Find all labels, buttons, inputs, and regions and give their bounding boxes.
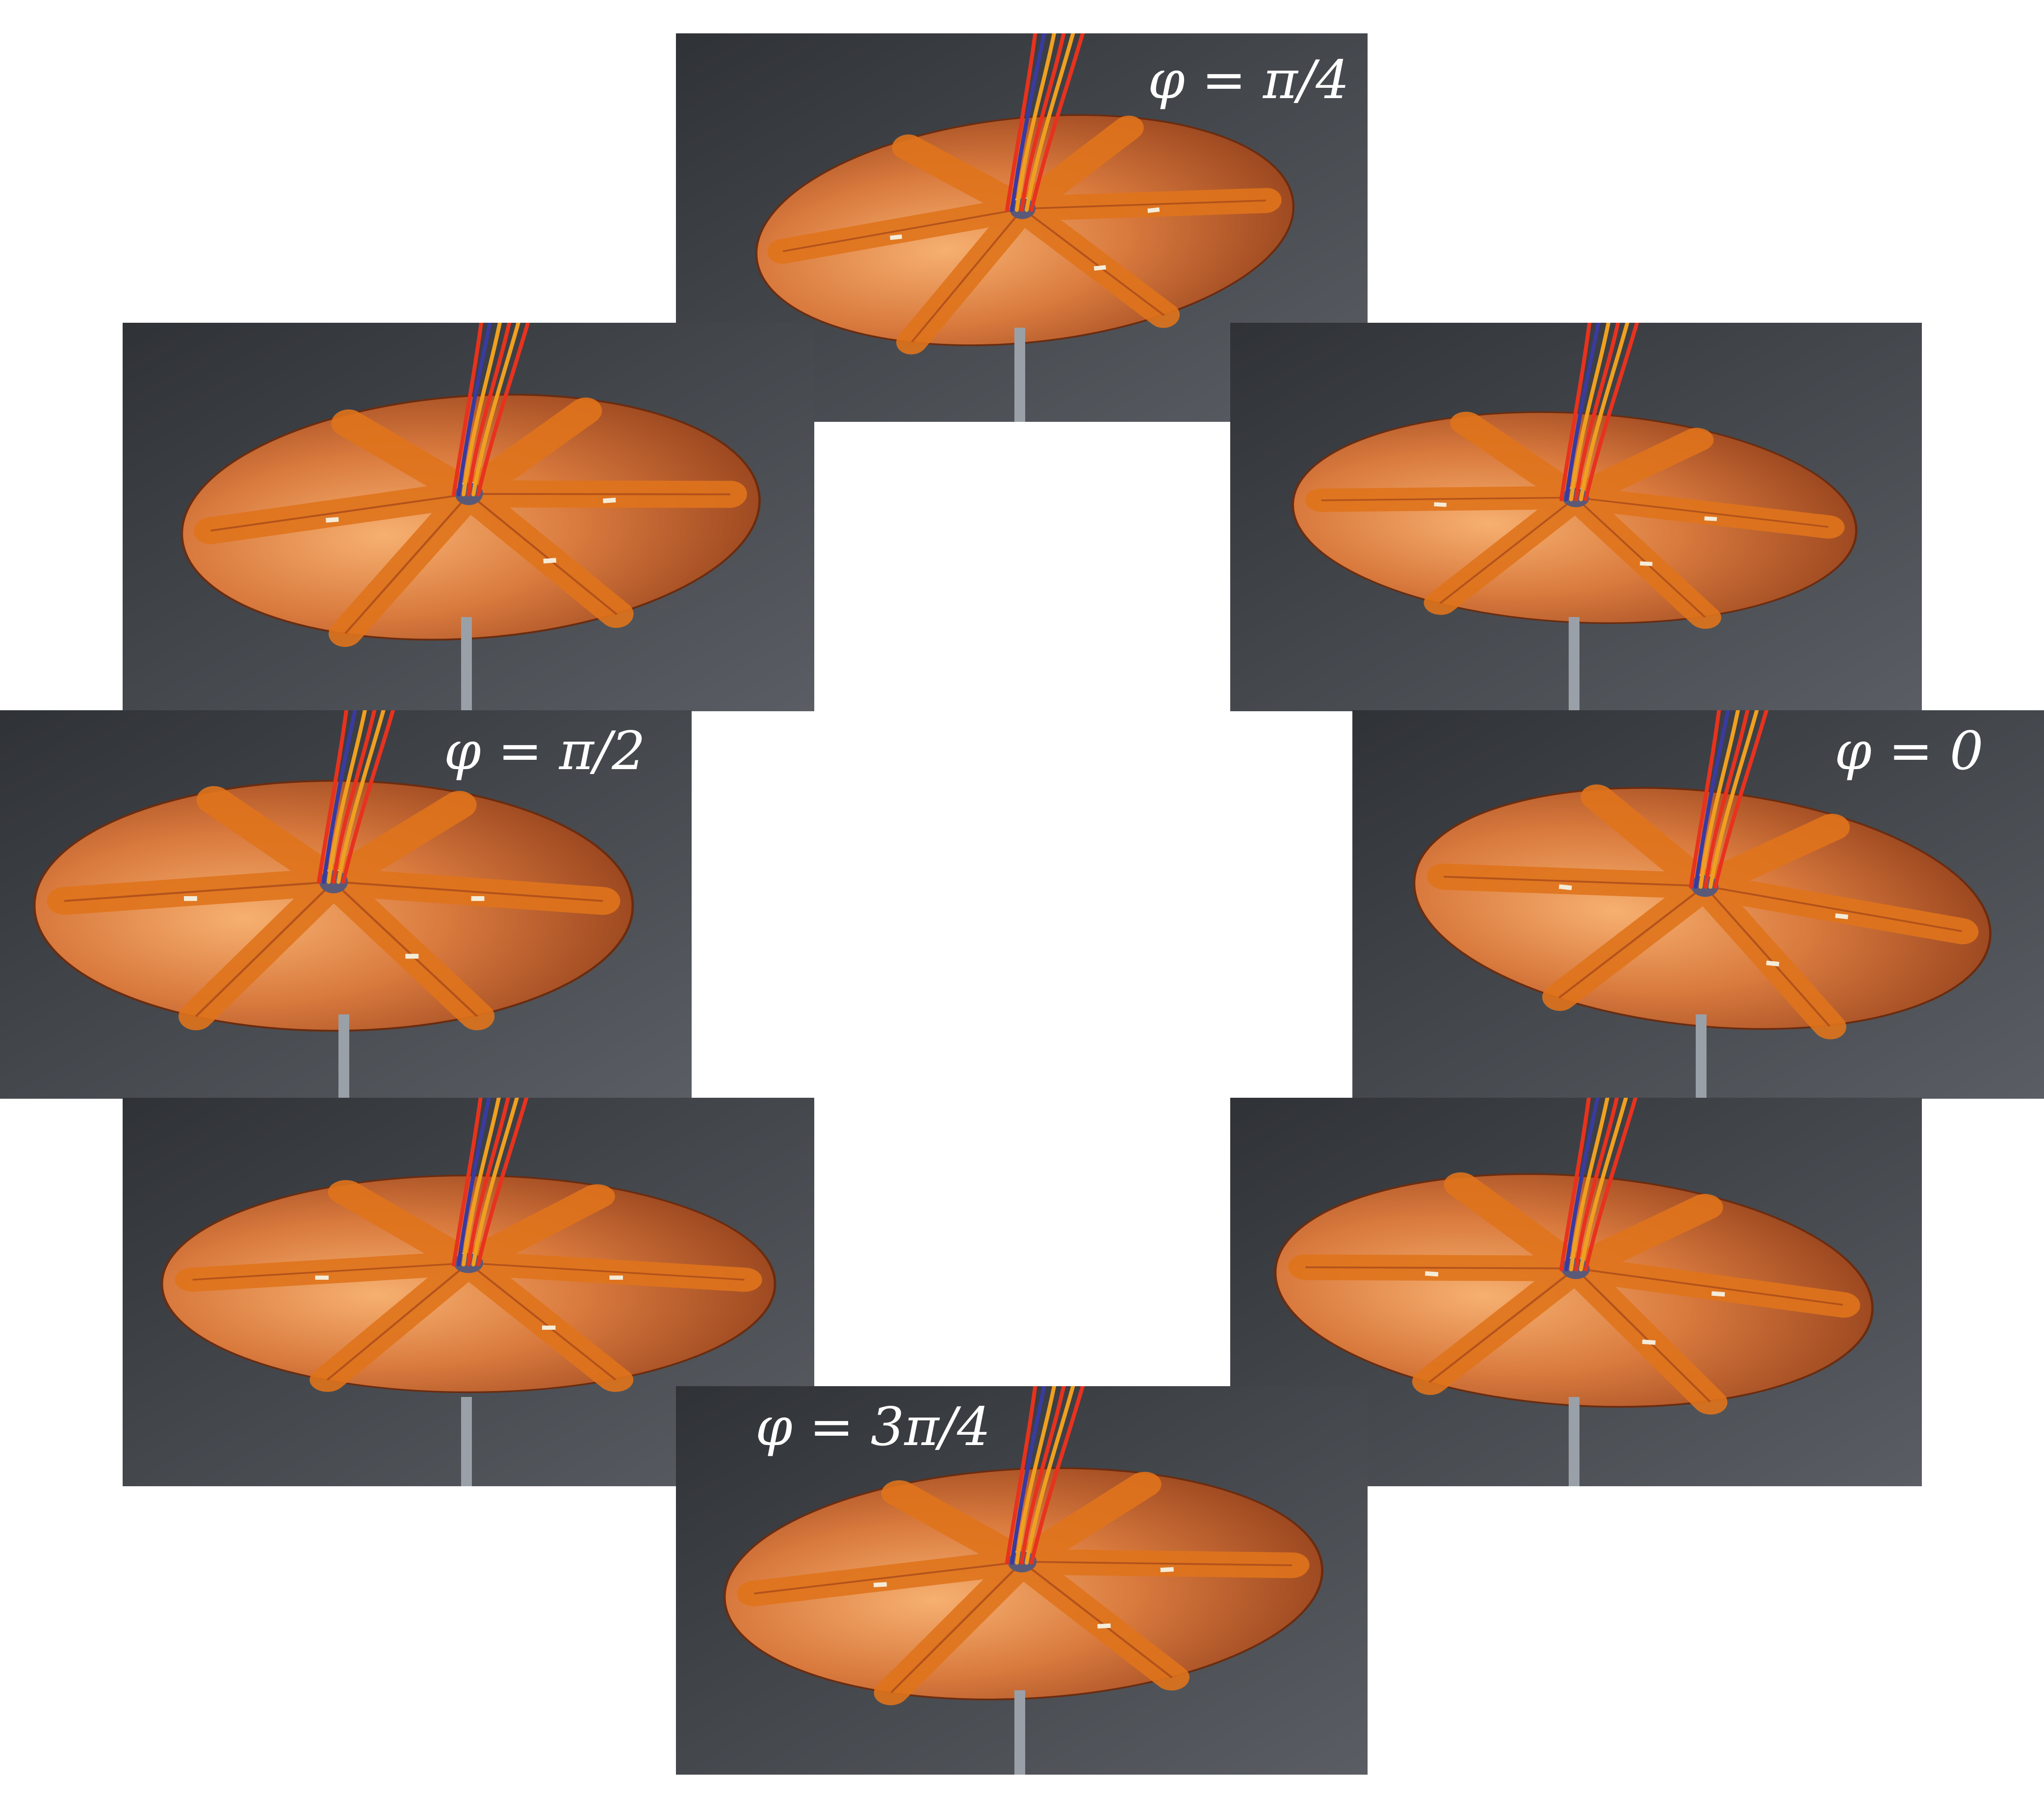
photo-panel-bottom [676, 1386, 1368, 1775]
shell-photo [0, 710, 692, 1099]
phi-label-middle-right: φ = 0 [1835, 721, 1984, 782]
shell-photo [1230, 1098, 1922, 1486]
shell-photo [676, 1386, 1368, 1775]
phi-label-middle-left: φ = π/2 [444, 721, 646, 782]
shell-photo [1230, 323, 1922, 711]
photo-panel-middle-right [1352, 710, 2044, 1099]
photo-panel-top [676, 33, 1368, 422]
photo-panel-upper-left [123, 323, 814, 711]
photo-panel-lower-right [1230, 1098, 1922, 1486]
shell-photo [123, 1098, 814, 1486]
shell-photo [676, 33, 1368, 422]
photo-panel-middle-left [0, 710, 692, 1099]
shell-photo [123, 323, 814, 711]
photo-panel-upper-right [1230, 323, 1922, 711]
shell-photo [1352, 710, 2044, 1099]
photo-panel-lower-left [123, 1098, 814, 1486]
phi-label-bottom: φ = 3π/4 [755, 1396, 991, 1458]
phi-label-top: φ = π/4 [1148, 50, 1349, 111]
